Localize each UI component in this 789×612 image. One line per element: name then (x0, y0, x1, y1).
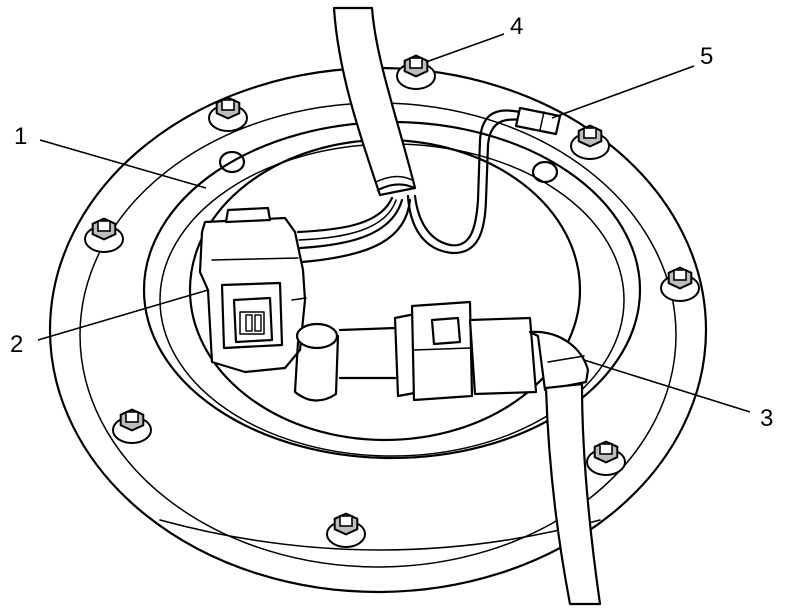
sensor-connector (514, 106, 562, 136)
harness-wires (296, 109, 526, 264)
callout-2-leader (37, 289, 209, 341)
mount-hole-right (531, 160, 559, 184)
callout-5-leader (551, 65, 695, 119)
flange-bolt (112, 408, 152, 444)
callouts: 1 2 3 4 5 (10, 13, 773, 432)
electrical-connector (198, 206, 307, 374)
callout-1-label: 1 (14, 123, 27, 150)
flange-bolt (208, 96, 248, 132)
main-cable (332, 6, 417, 197)
callout-3-label: 3 (760, 405, 773, 432)
callout-2-label: 2 (10, 331, 23, 358)
flange-bolt (326, 512, 366, 548)
flange-bolt (660, 266, 700, 302)
callout-4-label: 4 (510, 13, 523, 40)
fuel-line-connector (338, 300, 590, 402)
callout-1-leader (39, 139, 207, 189)
flange-bolt (570, 124, 610, 160)
mount-hole-left (218, 150, 246, 174)
callout-3-leader (583, 359, 751, 413)
flange-bolt (396, 54, 436, 90)
flange-bolts (84, 54, 700, 548)
callout-4-leader (425, 33, 505, 63)
callout-5-label: 5 (700, 43, 713, 70)
fuel-hose (544, 382, 602, 606)
vent-cylinder (293, 322, 340, 402)
flange-bolt (84, 217, 124, 253)
flange-bolt (586, 440, 626, 476)
